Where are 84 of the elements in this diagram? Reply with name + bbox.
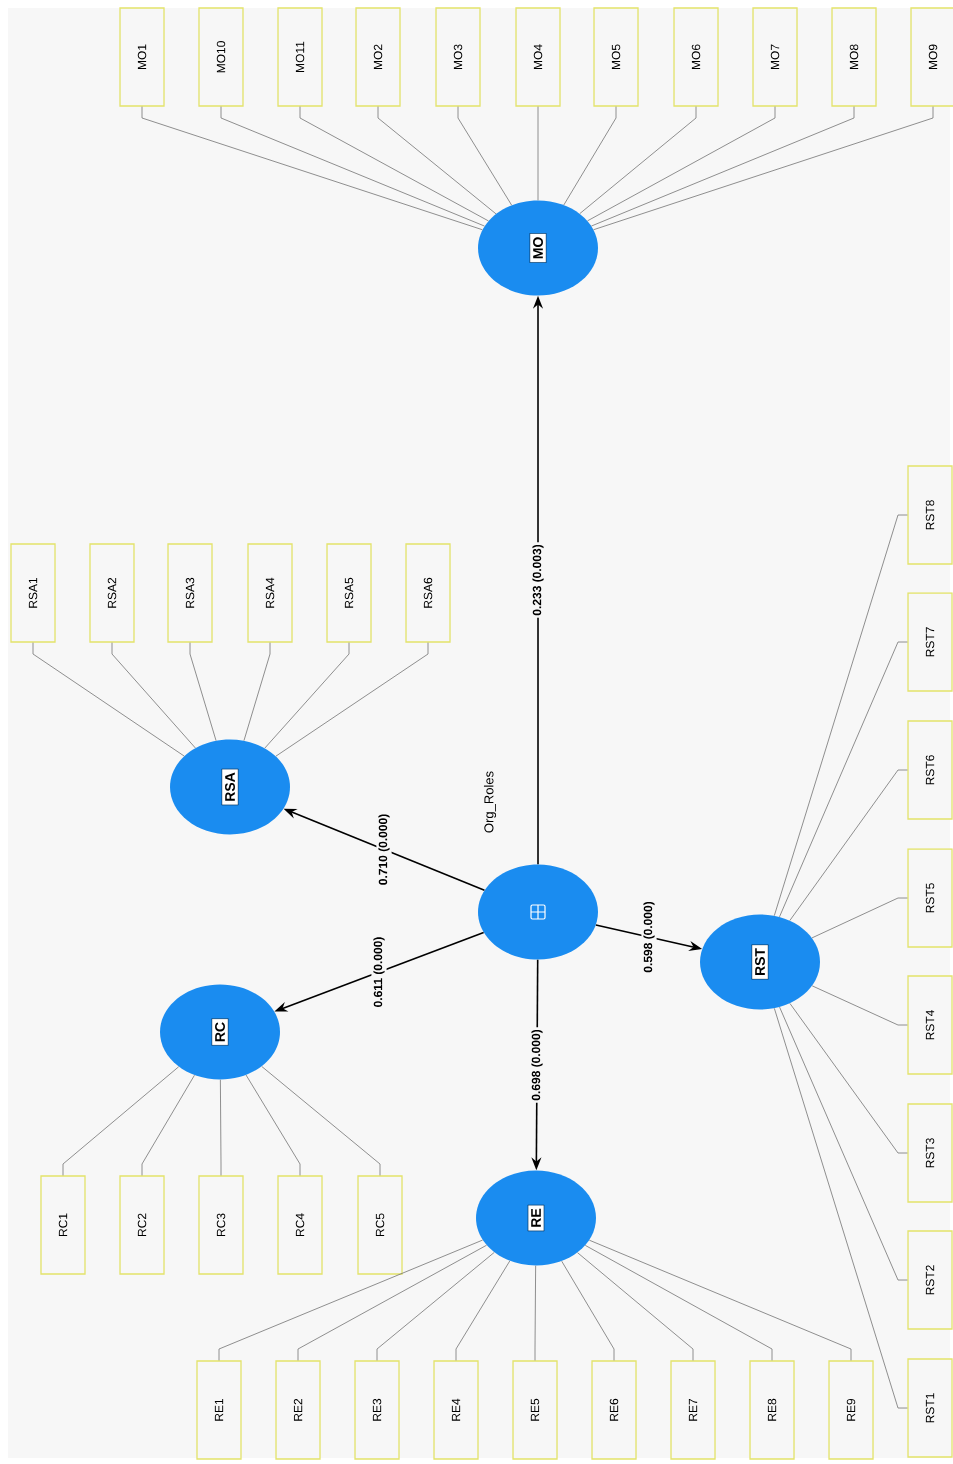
indicator-line bbox=[811, 897, 908, 939]
indicator-box: MO7 bbox=[752, 7, 798, 107]
indicator-line bbox=[261, 1066, 381, 1176]
indicator-box: MO3 bbox=[435, 7, 481, 107]
indicator-box: RE2 bbox=[275, 1360, 321, 1460]
indicator-line bbox=[218, 1239, 484, 1361]
indicator-line bbox=[779, 641, 908, 918]
indicator-box: RST8 bbox=[907, 465, 953, 565]
indicator-line bbox=[773, 514, 908, 917]
indicator-box: MO11 bbox=[277, 7, 323, 107]
indicator-box: RST7 bbox=[907, 592, 953, 692]
indicator-box: RC2 bbox=[119, 1175, 165, 1275]
indicator-box: RE1 bbox=[196, 1360, 242, 1460]
indicator-line bbox=[141, 1074, 195, 1176]
indicator-box: RSA6 bbox=[405, 543, 451, 643]
indicator-box: RE9 bbox=[828, 1360, 874, 1460]
indicator-box: RSA2 bbox=[89, 543, 135, 643]
indicator-line bbox=[377, 106, 497, 215]
indicator-line bbox=[243, 642, 271, 741]
indicator-line bbox=[811, 985, 908, 1026]
indicator-line bbox=[376, 1252, 495, 1361]
indicator-box: MO5 bbox=[593, 7, 639, 107]
indicator-box: MO1 bbox=[119, 7, 165, 107]
indicator-box: RE6 bbox=[591, 1360, 637, 1460]
indicator-box: RST4 bbox=[907, 975, 953, 1075]
indicator-box: RSA5 bbox=[326, 543, 372, 643]
indicator-box: RE8 bbox=[749, 1360, 795, 1460]
indicator-line bbox=[219, 1079, 222, 1176]
indicator-line bbox=[264, 642, 350, 749]
indicator-line bbox=[297, 1244, 487, 1361]
indicator-line bbox=[455, 1260, 511, 1361]
indicator-line bbox=[189, 642, 217, 741]
indicator-box: RE7 bbox=[670, 1360, 716, 1460]
indicator-box: RC4 bbox=[277, 1175, 323, 1275]
indicator-box: MO10 bbox=[198, 7, 244, 107]
indicator-box: RST5 bbox=[907, 848, 953, 948]
indicator-box: RST1 bbox=[907, 1358, 953, 1458]
edge-label: 0.710 (0.000) bbox=[376, 811, 392, 888]
indicator-box: MO9 bbox=[910, 7, 953, 107]
indicator-line bbox=[579, 106, 697, 215]
indicator-box: RE5 bbox=[512, 1360, 558, 1460]
indicator-line bbox=[789, 1003, 908, 1154]
indicator-box: RE3 bbox=[354, 1360, 400, 1460]
indicator-line bbox=[584, 1245, 773, 1361]
indicator-box: RST2 bbox=[907, 1230, 953, 1330]
indicator-box: MO6 bbox=[673, 7, 719, 107]
indicator-line bbox=[587, 106, 776, 222]
indicator-box: MO4 bbox=[515, 7, 561, 107]
indicator-line bbox=[779, 1006, 908, 1281]
indicator-box: MO8 bbox=[831, 7, 877, 107]
indicator-line bbox=[32, 642, 185, 757]
indicator-line bbox=[534, 1265, 537, 1361]
indicator-line bbox=[111, 642, 196, 749]
indicator-line bbox=[563, 106, 617, 206]
indicator-line bbox=[561, 1260, 615, 1361]
indicator-box: RST6 bbox=[907, 720, 953, 820]
indicator-line bbox=[62, 1066, 180, 1176]
indicator-box: MO2 bbox=[355, 7, 401, 107]
edge-label: 0.698 (0.000) bbox=[529, 1027, 545, 1103]
indicator-box: RSA3 bbox=[167, 543, 213, 643]
indicator-box: RC3 bbox=[198, 1175, 244, 1275]
indicator-line bbox=[275, 642, 429, 757]
indicator-box: RSA4 bbox=[247, 543, 293, 643]
indicator-line bbox=[593, 106, 934, 231]
indicator-line bbox=[457, 106, 512, 206]
indicator-line bbox=[591, 106, 855, 227]
indicator-line bbox=[789, 769, 908, 921]
indicator-box: RSA1 bbox=[10, 543, 56, 643]
indicator-line bbox=[537, 106, 539, 201]
indicator-box: RE4 bbox=[433, 1360, 479, 1460]
indicator-box: RC5 bbox=[357, 1175, 403, 1275]
indicator-line bbox=[773, 1007, 908, 1409]
indicator-box: RST3 bbox=[907, 1103, 953, 1203]
construct-name: Org_Roles bbox=[483, 771, 497, 833]
indicator-line bbox=[220, 106, 485, 227]
indicator-line bbox=[245, 1074, 301, 1176]
indicator-line bbox=[577, 1252, 694, 1361]
indicator-box: RC1 bbox=[40, 1175, 86, 1275]
indicator-line bbox=[299, 106, 489, 222]
edge-label: 0.233 (0.003) bbox=[530, 542, 546, 618]
indicator-line bbox=[588, 1239, 852, 1361]
edge-label: 0.598 (0.000) bbox=[641, 899, 657, 975]
edge-label: 0.611 (0.000) bbox=[371, 934, 387, 1010]
indicator-line bbox=[141, 106, 483, 231]
